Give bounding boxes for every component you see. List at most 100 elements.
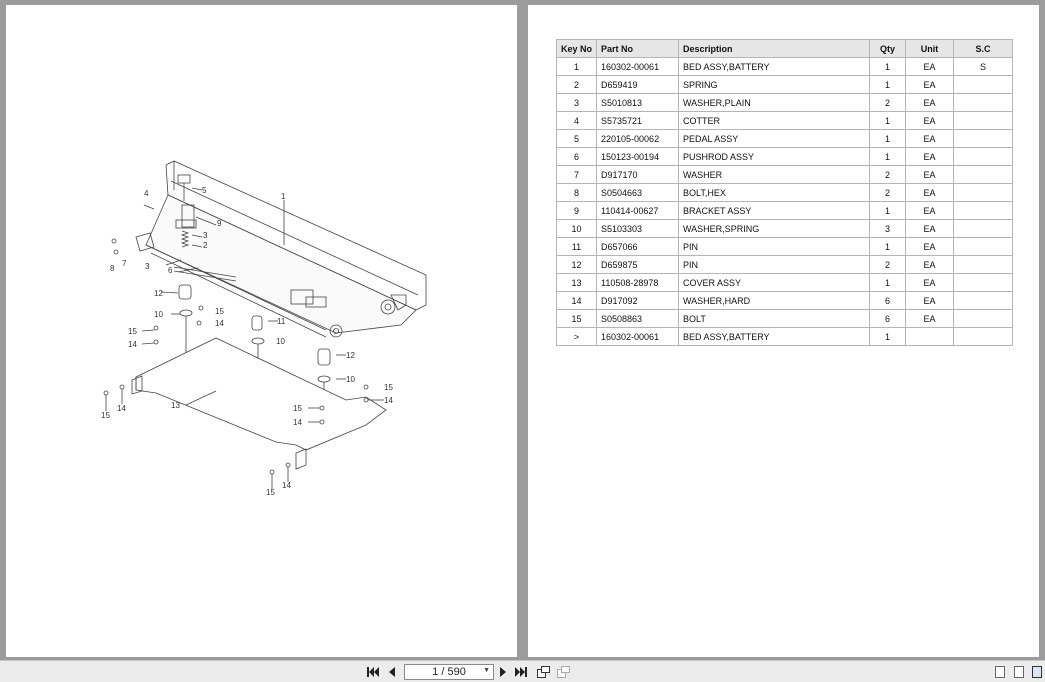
- cell-part-no: D659875: [596, 255, 680, 274]
- cell-qty: 2: [869, 183, 907, 202]
- cell-sc: [953, 183, 1014, 202]
- cell-description: BED ASSY,BATTERY: [678, 327, 871, 346]
- cell-unit: EA: [905, 219, 955, 238]
- page-number-selector[interactable]: 1 / 590 ▼: [404, 664, 494, 680]
- last-page-icon[interactable]: [514, 665, 528, 679]
- cell-description: BOLT: [678, 309, 871, 328]
- callout-14-f: 14: [282, 481, 291, 490]
- chevron-down-icon: ▼: [483, 667, 490, 674]
- cell-part-no: 150123-00194: [596, 147, 680, 166]
- cell-key-no: >: [555, 327, 598, 346]
- cell-sc: S: [953, 57, 1014, 76]
- cell-qty: 2: [869, 93, 907, 112]
- cell-description: SPRING: [678, 75, 871, 94]
- cell-sc: [953, 255, 1014, 274]
- callout-5: 5: [202, 186, 207, 195]
- callout-7: 7: [122, 259, 127, 268]
- cell-key-no: 2: [555, 75, 598, 94]
- prev-page-icon[interactable]: [386, 665, 398, 679]
- cell-description: BRACKET ASSY: [678, 201, 871, 220]
- callout-6: 6: [168, 266, 173, 275]
- cell-part-no: S0504663: [596, 183, 680, 202]
- cell-description: WASHER,SPRING: [678, 219, 871, 238]
- cell-sc: [953, 165, 1014, 184]
- next-page-icon[interactable]: [497, 665, 509, 679]
- cell-qty: 1: [869, 75, 907, 94]
- col-part-no: Part No: [596, 39, 680, 58]
- cell-description: PIN: [678, 255, 871, 274]
- left-page: 1 4 5 9 3 2 7 8 3 6 12 10 15 14 11 15 14…: [6, 5, 517, 657]
- callout-1: 1: [281, 192, 286, 201]
- cell-part-no: 110508-28978: [596, 273, 680, 292]
- cell-sc: [953, 291, 1014, 310]
- col-unit: Unit: [905, 39, 955, 58]
- callout-9: 9: [217, 219, 222, 228]
- cell-key-no: 7: [555, 165, 598, 184]
- cell-description: WASHER: [678, 165, 871, 184]
- cell-key-no: 15: [555, 309, 598, 328]
- cell-qty: 2: [869, 255, 907, 274]
- cell-sc: [953, 327, 1014, 346]
- callout-14-e: 14: [117, 404, 126, 413]
- col-sc: S.C: [953, 39, 1014, 58]
- cell-qty: 1: [869, 129, 907, 148]
- parts-list-table: Key No Part No Description Qty Unit S.C …: [555, 39, 1014, 346]
- cell-qty: 2: [869, 165, 907, 184]
- cell-sc: [953, 93, 1014, 112]
- facing-view-icon[interactable]: [1014, 666, 1024, 678]
- cell-unit: EA: [905, 291, 955, 310]
- cell-description: WASHER,HARD: [678, 291, 871, 310]
- cell-description: BED ASSY,BATTERY: [678, 57, 871, 76]
- cell-part-no: S5010813: [596, 93, 680, 112]
- cell-unit: EA: [905, 147, 955, 166]
- col-qty: Qty: [869, 39, 907, 58]
- cell-part-no: D657066: [596, 237, 680, 256]
- cell-part-no: 220105-00062: [596, 129, 680, 148]
- cell-unit: EA: [905, 309, 955, 328]
- cell-qty: 1: [869, 147, 907, 166]
- callout-13: 13: [171, 401, 180, 410]
- cell-description: PEDAL ASSY: [678, 129, 871, 148]
- cell-qty: 6: [869, 309, 907, 328]
- col-description: Description: [678, 39, 871, 58]
- rotate-disabled-icon[interactable]: [556, 665, 570, 679]
- single-page-view-icon[interactable]: [995, 666, 1005, 678]
- cell-unit: EA: [905, 93, 955, 112]
- table-header-row: Key No Part No Description Qty Unit S.C: [555, 39, 1014, 58]
- continuous-view-icon[interactable]: [1032, 666, 1042, 678]
- cell-part-no: 110414-00627: [596, 201, 680, 220]
- cell-key-no: 8: [555, 183, 598, 202]
- callout-4: 4: [144, 189, 149, 198]
- cell-description: WASHER,PLAIN: [678, 93, 871, 112]
- cell-sc: [953, 129, 1014, 148]
- callout-10-b: 10: [276, 337, 285, 346]
- cell-part-no: D917170: [596, 165, 680, 184]
- cell-sc: [953, 273, 1014, 292]
- callout-14-c: 14: [384, 396, 393, 405]
- cell-qty: 1: [869, 327, 907, 346]
- cell-sc: [953, 309, 1014, 328]
- callout-2: 2: [203, 241, 208, 250]
- callout-3: 3: [203, 231, 208, 240]
- callout-3-b: 3: [145, 262, 150, 271]
- col-key-no: Key No: [555, 39, 598, 58]
- callout-8: 8: [110, 264, 115, 273]
- callout-15: 15: [215, 307, 224, 316]
- cell-key-no: 1: [555, 57, 598, 76]
- callout-15-c: 15: [384, 383, 393, 392]
- first-page-icon[interactable]: [366, 665, 380, 679]
- cell-key-no: 9: [555, 201, 598, 220]
- cell-unit: EA: [905, 57, 955, 76]
- cell-key-no: 3: [555, 93, 598, 112]
- rotate-icon[interactable]: [536, 665, 550, 679]
- cell-sc: [953, 147, 1014, 166]
